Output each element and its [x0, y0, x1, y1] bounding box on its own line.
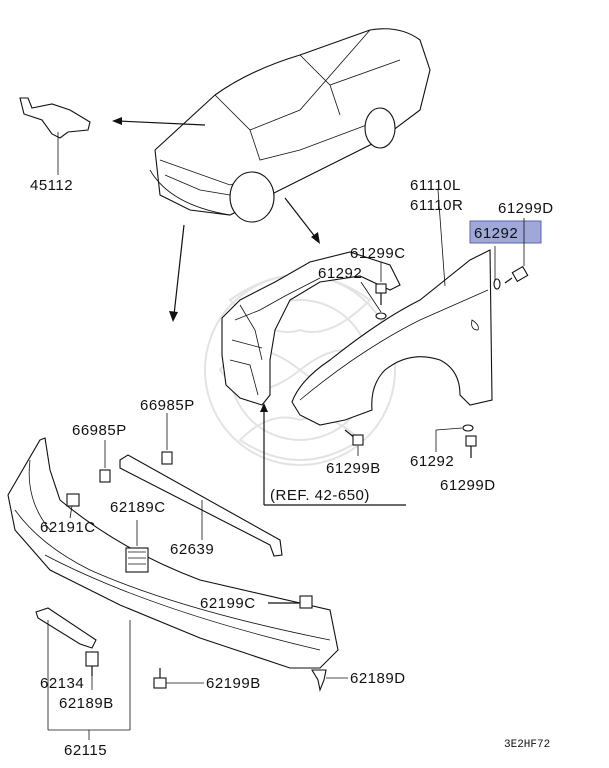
bolt-61299b	[344, 429, 364, 446]
label-61292-mid: 61292	[318, 265, 362, 282]
label-ref: (REF. 42-650)	[270, 487, 370, 504]
highlight-61292	[469, 220, 542, 244]
leader-61292-low-b	[435, 427, 463, 431]
label-62639: 62639	[170, 541, 214, 558]
label-61110r: 61110R	[410, 197, 463, 214]
label-61110l: 61110L	[410, 177, 461, 194]
washer-61292	[493, 278, 501, 290]
clip-66985p-left	[99, 440, 111, 483]
car-illustration	[149, 28, 431, 223]
label-66985p-right: 66985P	[140, 397, 195, 414]
group-62115-leaders	[47, 620, 131, 740]
clip-66985p-right	[161, 413, 173, 465]
ref-arrow	[260, 403, 268, 412]
bolt-61299d-low	[465, 435, 477, 458]
label-61292-low: 61292	[410, 453, 454, 470]
under-cover-62134	[35, 607, 97, 649]
fastener-62199c	[268, 595, 313, 609]
label-61299d-top: 61299D	[498, 200, 554, 217]
leader-61292-mid	[360, 281, 382, 313]
car-arrows	[112, 117, 320, 322]
clip-62189d	[311, 669, 348, 692]
clip-62189b	[85, 651, 99, 676]
reinforcement-bar	[119, 454, 283, 557]
label-61299d-low: 61299D	[440, 477, 496, 494]
fender	[291, 189, 493, 426]
label-62189b: 62189B	[59, 695, 114, 712]
front-bumper	[7, 437, 339, 669]
label-62189c: 62189C	[110, 499, 166, 516]
label-62115: 62115	[64, 742, 107, 759]
label-61292-highlight: 61292	[474, 225, 518, 242]
washer-61292-low	[462, 424, 474, 432]
label-45112: 45112	[30, 177, 73, 194]
label-62134: 62134	[40, 675, 84, 692]
bolt-61299d-top	[504, 265, 529, 284]
label-66985p-left: 66985P	[72, 422, 127, 439]
bolt-61299c	[375, 283, 387, 305]
label-62189d: 62189D	[350, 670, 406, 687]
label-61299b: 61299B	[326, 460, 381, 477]
diagram-code: 3E2HF72	[504, 739, 550, 751]
bracket-45112	[19, 97, 91, 175]
washer-61292-mid	[375, 312, 387, 320]
nut-62191c	[66, 493, 80, 519]
inner-liner	[221, 251, 401, 406]
label-62199b: 62199B	[206, 675, 261, 692]
label-62199c: 62199C	[200, 595, 256, 612]
label-61299c: 61299C	[350, 245, 406, 262]
fastener-62199b	[153, 668, 204, 689]
label-62191c: 62191C	[40, 519, 96, 536]
